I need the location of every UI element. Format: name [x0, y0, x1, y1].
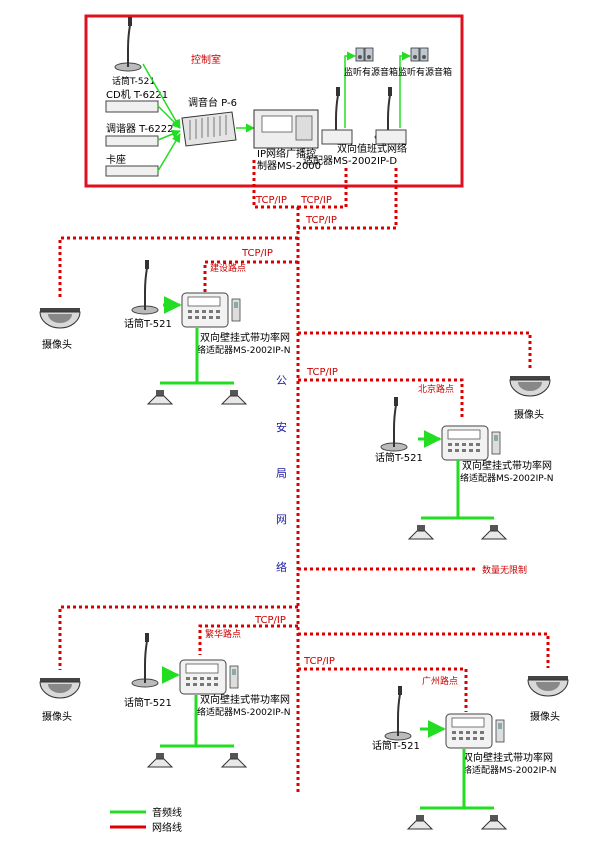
site-4-speaker-icon-1 [407, 814, 433, 830]
legend-audio-label: 音频线 [152, 806, 182, 819]
deck-label: 卡座 [106, 153, 126, 166]
net-camera-lower-left [58, 605, 298, 670]
control-mic-label: 话筒T-521 [112, 75, 155, 87]
control-room-title: 控制室 [191, 53, 221, 66]
backbone-char-4: 网 [276, 513, 287, 526]
backbone-char-1: 公 [276, 374, 287, 387]
net-camera-upper-left [58, 236, 298, 300]
camera-label-1: 摄像头 [42, 338, 72, 351]
net-site-2 [298, 378, 464, 420]
tuner-icon [105, 135, 159, 147]
duty-label-1: 双向值班式网络 [337, 142, 407, 155]
site-2-speaker-audio [421, 460, 494, 520]
camera-icon-3 [39, 677, 81, 699]
camera-label-3: 摄像头 [42, 710, 72, 723]
mixer-icon [181, 111, 237, 147]
control-mic-icon [114, 16, 142, 72]
audio-line-tuner [157, 129, 181, 141]
camera-icon-2 [509, 375, 551, 397]
site-1-mic-label: 话筒T-521 [124, 317, 172, 330]
site-3-mic-icon [131, 632, 159, 688]
site-3-speaker-audio [160, 695, 234, 748]
monitor-speaker-icon-2 [410, 47, 429, 62]
camera-label-2: 摄像头 [514, 408, 544, 421]
cassette-deck-icon [105, 165, 159, 177]
site-1-adapter-icon [181, 292, 241, 328]
site-1-dev-2: 络适配器MS-2002IP-N [197, 344, 291, 356]
site-3-dev-2: 络适配器MS-2002IP-N [197, 706, 291, 718]
cd-label: CD机 T-6221 [106, 88, 168, 101]
tcp-label-6: TCP/IP [254, 615, 286, 626]
legend-network-label: 网络线 [152, 821, 182, 834]
backbone-char-3: 局 [276, 467, 287, 480]
monitor-speaker-icon-1 [355, 47, 374, 62]
site-3-mic-label: 话筒T-521 [124, 696, 172, 709]
tcp-label-1: TCP/IP [255, 195, 287, 206]
site-1-speaker-audio [160, 328, 234, 385]
site-3-adapter-icon [179, 659, 239, 695]
tcp-label-4: TCP/IP [241, 248, 273, 259]
camera-icon-4 [527, 675, 569, 697]
site-2-dev-1: 双向壁挂式带功率网 [462, 459, 552, 472]
site-4-speaker-audio [420, 749, 494, 810]
net-duty-2-down [298, 168, 398, 230]
net-site-3 [198, 624, 298, 655]
net-camera-upper-right [298, 331, 532, 368]
unlimited-label: 数量无限制 [482, 564, 527, 576]
tcp-label-7: TCP/IP [303, 656, 335, 667]
tcp-label-2: TCP/IP [300, 195, 332, 206]
controller-label-2: 制器MS-2000 [257, 159, 321, 172]
mixer-label: 调音台 P-6 [188, 96, 237, 109]
site-3-road: 繁华路点 [205, 628, 241, 640]
duty-adapter-icon-1 [321, 129, 353, 145]
audio-line-cd [157, 105, 181, 129]
site-2-adapter-icon [441, 425, 501, 461]
site-2-road: 北京路点 [418, 383, 454, 395]
control-room-frame [84, 14, 464, 188]
camera-icon-1 [39, 307, 81, 329]
backbone-char-2: 安 [276, 420, 287, 434]
site-4-mic-icon [384, 685, 412, 741]
site-4-speaker-icon-2 [481, 814, 507, 830]
site-1-speaker-icon-1 [147, 389, 173, 405]
site-2-dev-2: 络适配器MS-2002IP-N [460, 472, 554, 484]
site-3-dev-1: 双向壁挂式带功率网 [200, 693, 290, 706]
site-4-dev-2: 络适配器MS-2002IP-N [463, 764, 557, 776]
site-4-mic-label: 话筒T-521 [372, 739, 420, 752]
net-duty-1-down [298, 168, 348, 209]
backbone-char-5: 络 [276, 560, 287, 574]
net-camera-lower-right [298, 632, 550, 668]
site-2-speaker-icon-1 [408, 524, 434, 540]
net-site-1 [203, 260, 298, 295]
site-1-dev-1: 双向壁挂式带功率网 [200, 331, 290, 344]
site-1-mic-icon [131, 259, 159, 315]
camera-label-4: 摄像头 [530, 710, 560, 723]
controller-label-1: IP网络广播控 [257, 147, 316, 160]
ip-controller-icon [253, 109, 319, 149]
duty-label-2: 适配器MS-2002IP-D [303, 155, 397, 167]
site-2-mic-icon [380, 396, 408, 452]
site-3-speaker-icon-2 [221, 752, 247, 768]
site-1-speaker-icon-2 [221, 389, 247, 405]
site-4-road: 广州路点 [422, 675, 458, 687]
site-3-speaker-icon-1 [147, 752, 173, 768]
audio-line-monitor-2 [399, 51, 411, 128]
site-2-speaker-icon-2 [481, 524, 507, 540]
cd-player-icon [105, 100, 159, 113]
audio-line-deck [157, 133, 181, 172]
tcp-label-3: TCP/IP [305, 215, 337, 226]
site-4-adapter-icon [445, 713, 505, 749]
tcp-label-5: TCP/IP [306, 367, 338, 378]
monitor-label-2: 监听有源音箱 [398, 66, 452, 78]
duty-adapter-icon-2 [375, 129, 407, 145]
audio-line-mic [142, 63, 181, 129]
net-site-4 [298, 667, 468, 712]
audio-line-monitor-1 [344, 51, 356, 128]
site-2-mic-label: 话筒T-521 [375, 451, 423, 464]
monitor-label-1: 监听有源音箱 [344, 66, 398, 78]
site-1-road: 建设路点 [210, 262, 246, 274]
tuner-label: 调谐器 T-6222 [106, 123, 173, 135]
site-4-dev-1: 双向壁挂式带功率网 [463, 751, 553, 764]
